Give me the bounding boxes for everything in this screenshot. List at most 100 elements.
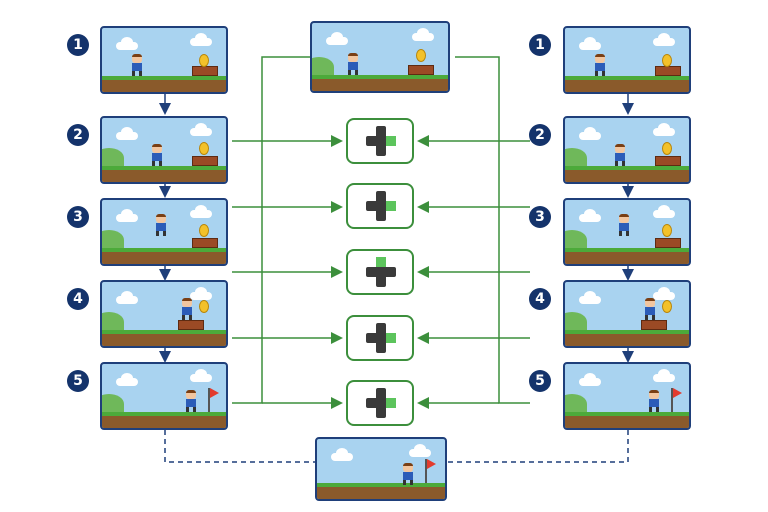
character-body	[649, 399, 659, 407]
dpad-panel	[346, 118, 414, 164]
character-body	[595, 63, 605, 71]
character-body	[182, 307, 192, 315]
scene-frame	[563, 280, 691, 348]
green-connector	[455, 56, 530, 404]
hill	[565, 230, 587, 250]
dpad-vertical	[376, 388, 386, 418]
cloud-icon	[653, 369, 675, 382]
character-body	[348, 62, 358, 70]
step-number-badge: 5	[67, 370, 89, 392]
cloud-icon	[579, 127, 601, 140]
character-legs	[348, 70, 358, 75]
character-legs	[595, 71, 605, 76]
brick-block	[641, 320, 667, 330]
cloud-icon	[326, 32, 348, 45]
scene-frame	[563, 116, 691, 184]
player-character-icon	[150, 144, 164, 166]
cloud-icon	[653, 123, 675, 136]
cloud-icon	[579, 373, 601, 386]
right-icon	[386, 333, 396, 343]
scene-frame	[563, 362, 691, 430]
character-legs	[152, 161, 162, 166]
dpad-panel	[346, 249, 414, 295]
cloud-icon	[116, 37, 138, 50]
character-body	[403, 472, 413, 480]
dpad-panel	[346, 380, 414, 426]
coin-icon	[662, 300, 672, 313]
character-head	[186, 390, 196, 399]
player-character-icon	[643, 298, 657, 320]
dashed-connector	[164, 430, 315, 463]
goal-flag-icon	[671, 388, 682, 412]
coin-icon	[199, 224, 209, 237]
step-number-badge: 5	[529, 370, 551, 392]
hill	[102, 148, 124, 168]
step-number-badge: 4	[529, 288, 551, 310]
coin-icon	[662, 54, 672, 67]
dpad-panel	[346, 315, 414, 361]
coin-icon	[199, 54, 209, 67]
green-connector	[232, 56, 310, 404]
cloud-icon	[412, 28, 434, 41]
character-head	[152, 144, 162, 153]
cloud-icon	[190, 287, 212, 300]
character-head	[615, 144, 625, 153]
step-number-badge: 3	[67, 206, 89, 228]
right-icon	[386, 398, 396, 408]
character-legs	[615, 161, 625, 166]
player-character-icon	[593, 54, 607, 76]
coin-icon	[662, 142, 672, 155]
goal-flag-icon	[208, 388, 219, 412]
hill	[312, 57, 334, 77]
scene-frame	[563, 198, 691, 266]
brick-block	[192, 156, 218, 166]
ground	[565, 76, 689, 92]
character-head	[132, 54, 142, 63]
cloud-icon	[653, 205, 675, 218]
step-number-badge: 2	[67, 124, 89, 146]
cloud-icon	[653, 287, 675, 300]
scene-frame	[100, 280, 228, 348]
ground	[102, 248, 226, 264]
player-character-icon	[180, 298, 194, 320]
character-legs	[619, 231, 629, 236]
brick-block	[655, 66, 681, 76]
hill	[102, 312, 124, 332]
coin-icon	[662, 224, 672, 237]
brick-block	[192, 66, 218, 76]
cloud-icon	[579, 37, 601, 50]
dpad-vertical	[376, 126, 386, 156]
character-legs	[156, 231, 166, 236]
hill	[565, 394, 587, 414]
player-character-icon	[401, 463, 415, 485]
character-legs	[649, 407, 659, 412]
character-legs	[403, 480, 413, 485]
cloud-icon	[579, 291, 601, 304]
brick-block	[655, 156, 681, 166]
ground	[565, 248, 689, 264]
cloud-icon	[579, 209, 601, 222]
scene-frame	[100, 116, 228, 184]
hill	[102, 230, 124, 250]
scene-frame	[100, 362, 228, 430]
character-body	[645, 307, 655, 315]
dpad-icon	[366, 388, 396, 418]
character-legs	[132, 71, 142, 76]
hill	[102, 394, 124, 414]
dashed-connector	[447, 430, 629, 463]
right-icon	[386, 136, 396, 146]
brick-block	[192, 238, 218, 248]
cloud-icon	[116, 373, 138, 386]
right-icon	[386, 201, 396, 211]
dpad-icon	[366, 257, 396, 287]
scene-frame	[563, 26, 691, 94]
player-character-icon	[154, 214, 168, 236]
character-head	[182, 298, 192, 307]
coin-icon	[199, 142, 209, 155]
character-head	[595, 54, 605, 63]
coin-icon	[199, 300, 209, 313]
character-body	[619, 223, 629, 231]
character-body	[186, 399, 196, 407]
